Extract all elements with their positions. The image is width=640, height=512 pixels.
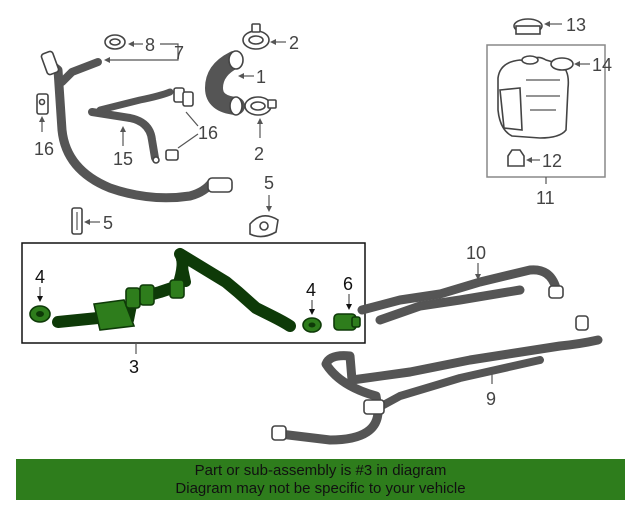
callout-7: 7 [174, 43, 184, 63]
callout-6: 6 [343, 274, 353, 294]
sensor-12 [507, 149, 525, 167]
banner-line-1: Part or sub-assembly is #3 in diagram [194, 462, 447, 479]
arrow-6 [346, 304, 352, 310]
arrow-5-right [266, 206, 272, 212]
leader-16b-top [185, 111, 199, 127]
arrow-2-top [270, 39, 276, 45]
bracket-5-right [249, 215, 279, 238]
callout-4-right: 4 [306, 280, 316, 300]
clamp-2-bottom [244, 96, 277, 116]
arrow-12 [526, 157, 532, 163]
arrow-4-right [309, 309, 315, 315]
leader-7-bracket [108, 43, 179, 61]
banner-line-2: Diagram may not be specific to your vehi… [175, 480, 466, 497]
hose-1 [205, 50, 245, 116]
arrow-9 [489, 368, 495, 374]
hose-15 [88, 88, 174, 164]
arrow-10 [475, 274, 481, 280]
clip-16-left [36, 93, 49, 115]
callout-15: 15 [113, 149, 133, 169]
callout-13: 13 [566, 15, 586, 35]
callout-9: 9 [486, 389, 496, 409]
valve-6 [333, 313, 361, 331]
arrow-14 [574, 61, 580, 67]
arrow-4-left [37, 296, 43, 302]
leader-16b-bottom [177, 133, 199, 149]
hose-9 [271, 315, 603, 445]
cap-14 [550, 57, 574, 71]
clamp-2-top [242, 23, 270, 50]
callout-3: 3 [129, 357, 139, 377]
callout-5-right: 5 [264, 173, 274, 193]
hose-10 [357, 265, 564, 325]
callout-5-left: 5 [103, 213, 113, 233]
info-banner: Part or sub-assembly is #3 in diagram Di… [16, 459, 625, 500]
part-3-frame [21, 242, 366, 344]
clamp-4-right [302, 317, 322, 333]
callout-10: 10 [466, 243, 486, 263]
arrow-13 [544, 21, 550, 27]
cap-13 [513, 18, 543, 35]
callout-16-right: 16 [198, 123, 218, 143]
arrow-15 [120, 126, 126, 132]
callout-12: 12 [542, 151, 562, 171]
arrow-5-left [84, 219, 90, 225]
callout-11: 11 [536, 188, 555, 208]
callout-2-top: 2 [289, 33, 299, 53]
arrow-2-bottom [257, 118, 263, 124]
callout-4-left: 4 [35, 267, 45, 287]
arrow-8 [128, 41, 134, 47]
callout-8: 8 [145, 35, 155, 55]
clamp-4-left [29, 305, 51, 323]
grommet-8 [104, 34, 126, 50]
bracket-5-left [71, 207, 83, 235]
callout-1: 1 [256, 67, 266, 87]
arrow-1 [238, 73, 244, 79]
callout-16-left: 16 [34, 139, 54, 159]
callout-2-bottom: 2 [254, 144, 264, 164]
pipe-7 [40, 50, 233, 203]
reservoir [497, 55, 570, 139]
clip-16-right [165, 87, 194, 161]
arrow-7 [104, 57, 110, 63]
hose-3-highlighted [52, 248, 296, 332]
callout-14: 14 [592, 55, 612, 75]
arrow-16a [39, 116, 45, 122]
